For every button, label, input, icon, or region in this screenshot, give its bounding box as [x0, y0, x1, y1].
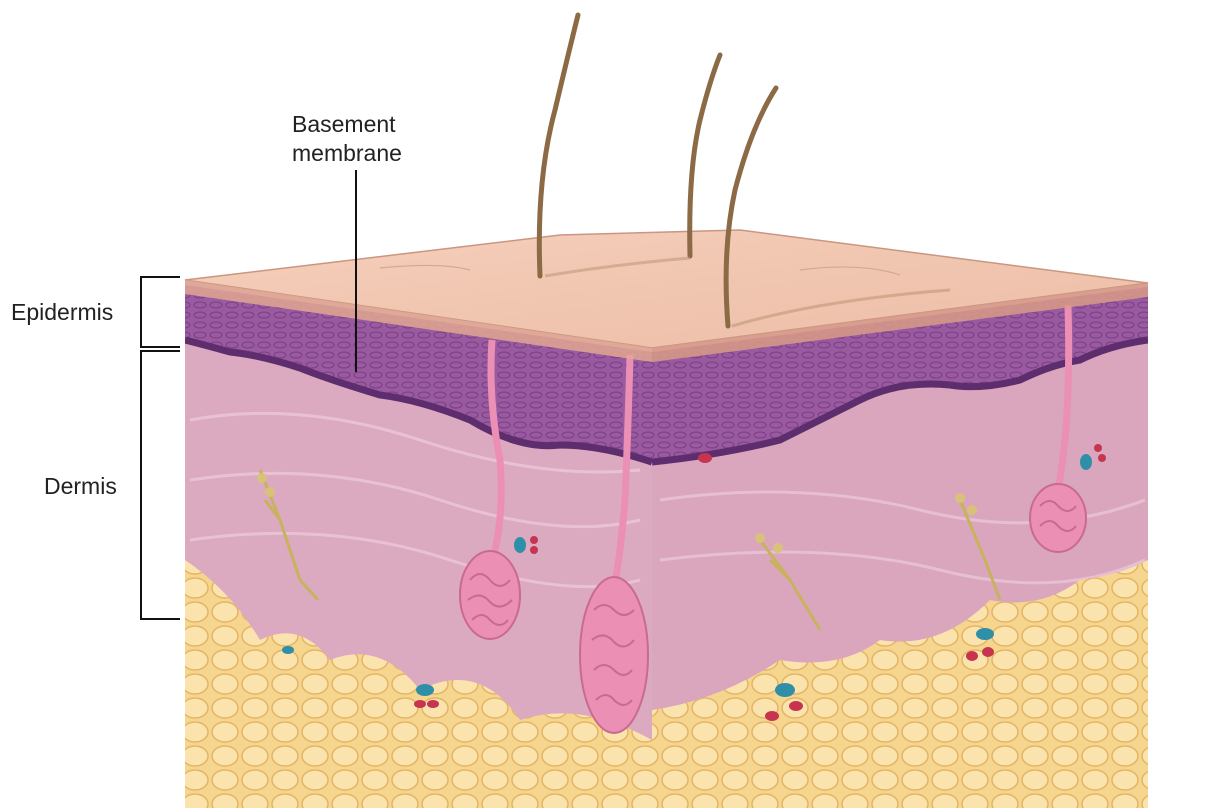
dermis-label: Dermis	[44, 473, 117, 499]
basement-membrane-label-line1: Basement	[292, 111, 396, 137]
epidermis-bracket	[141, 277, 180, 347]
sweat-gland-right	[1030, 484, 1086, 552]
hair-2	[690, 55, 720, 256]
dermis-bracket	[141, 351, 180, 619]
epidermis-annotation: Epidermis	[11, 277, 180, 347]
sweat-gland-left-1	[460, 551, 520, 639]
epidermis-label: Epidermis	[11, 299, 113, 325]
sweat-gland-left-2	[580, 577, 648, 733]
dermis-annotation: Dermis	[44, 351, 180, 619]
basement-membrane-label-line2: membrane	[292, 140, 402, 166]
